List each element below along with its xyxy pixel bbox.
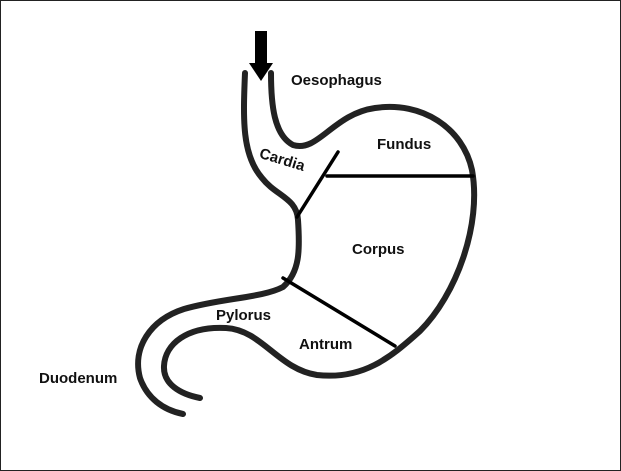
antrum-label: Antrum (299, 337, 352, 352)
oesophagus-label: Oesophagus (291, 73, 382, 88)
corpus-label: Corpus (352, 242, 405, 257)
pylorus-label: Pylorus (216, 308, 271, 323)
duodenum-label: Duodenum (39, 371, 117, 386)
fundus-label: Fundus (377, 137, 431, 152)
